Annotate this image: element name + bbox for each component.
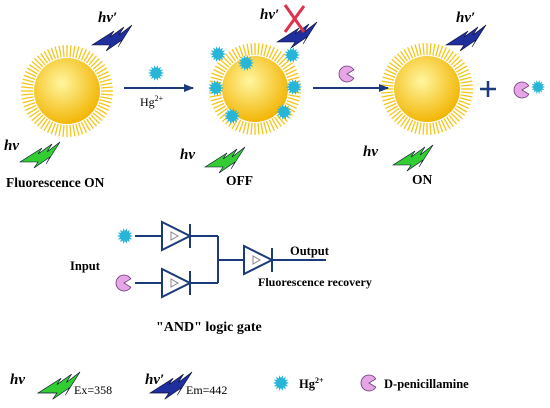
penicillamine-icon-arrow bbox=[338, 65, 355, 83]
mercury-ion-icon-bound-3 bbox=[208, 80, 224, 96]
mercury-ion-icon-bound-2 bbox=[284, 47, 300, 63]
hv-prime-label-3: hv′ bbox=[456, 10, 475, 26]
lightning-icon-blue-legend bbox=[148, 371, 193, 400]
lightning-icon-blue-2 bbox=[275, 21, 318, 49]
sphere-icon-panel3 bbox=[381, 43, 473, 135]
gate-output-label: Output bbox=[290, 244, 330, 258]
plus-icon bbox=[480, 81, 496, 97]
legend-em-label: Em=442 bbox=[186, 383, 227, 397]
lightning-icon-green-3 bbox=[391, 144, 434, 172]
diode-icon-top bbox=[161, 220, 193, 252]
mercury-ion-icon-bound-7 bbox=[238, 55, 254, 71]
mercury-ion-icon-bound-6 bbox=[276, 104, 292, 120]
legend-ex-label: Ex=358 bbox=[74, 383, 112, 397]
hg-arrow-label: Hg2+ bbox=[140, 94, 164, 109]
mercury-ion-icon-bound-4 bbox=[286, 79, 302, 95]
photon-bolts bbox=[18, 21, 487, 400]
mercury-ion-icon-arrow bbox=[148, 65, 164, 81]
ion-markers bbox=[115, 46, 545, 392]
label-off: OFF bbox=[226, 173, 253, 188]
hv-prime-label-1: hv′ bbox=[98, 10, 117, 26]
gate-title: "AND" logic gate bbox=[156, 320, 262, 335]
gate-recovery-label: Fluorescence recovery bbox=[258, 275, 372, 289]
mercury-ion-icon-legend bbox=[273, 375, 289, 391]
legend: hv Ex=358 hv′ Em=442 Hg2+ D-penicillamin… bbox=[10, 372, 469, 397]
mercury-ion-icon-input bbox=[117, 228, 133, 244]
hv-label-2: hv bbox=[180, 147, 195, 163]
lightning-icon-blue-3 bbox=[444, 24, 487, 52]
diode-icon-bottom bbox=[161, 267, 193, 299]
lightning-icon-blue-1 bbox=[90, 24, 133, 52]
lightning-icon-green-2 bbox=[203, 146, 246, 174]
legend-penicillamine-label: D-penicillamine bbox=[384, 377, 469, 391]
lightning-icon-green-legend bbox=[36, 371, 81, 400]
mercury-ion-icon-complex bbox=[531, 80, 545, 94]
mercury-ion-icon-bound-5 bbox=[224, 108, 240, 124]
penicillamine-icon-legend bbox=[360, 374, 377, 392]
legend-hv-label: hv bbox=[10, 372, 25, 388]
legend-hg-label: Hg2+ bbox=[299, 376, 324, 391]
sphere-icon-panel1 bbox=[21, 45, 113, 137]
hv-prime-label-2: hv′ bbox=[260, 7, 279, 23]
cross-icon bbox=[283, 4, 306, 33]
label-fluorescence-on: Fluorescence ON bbox=[6, 175, 105, 190]
mercury-ion-icon-bound-1 bbox=[210, 46, 226, 62]
sphere-icon-panel2 bbox=[209, 43, 301, 135]
hv-label-3: hv bbox=[363, 144, 378, 160]
diode-icon-output bbox=[243, 244, 275, 276]
lightning-icon-green-1 bbox=[18, 141, 61, 169]
label-on: ON bbox=[412, 172, 433, 187]
logic-gate bbox=[135, 220, 326, 299]
penicillamine-icon-complex bbox=[513, 81, 530, 99]
gate-input-label: Input bbox=[70, 259, 101, 273]
legend-hv-prime-label: hv′ bbox=[145, 372, 164, 388]
hv-label-1: hv bbox=[4, 138, 19, 154]
penicillamine-icon-input bbox=[115, 274, 132, 292]
